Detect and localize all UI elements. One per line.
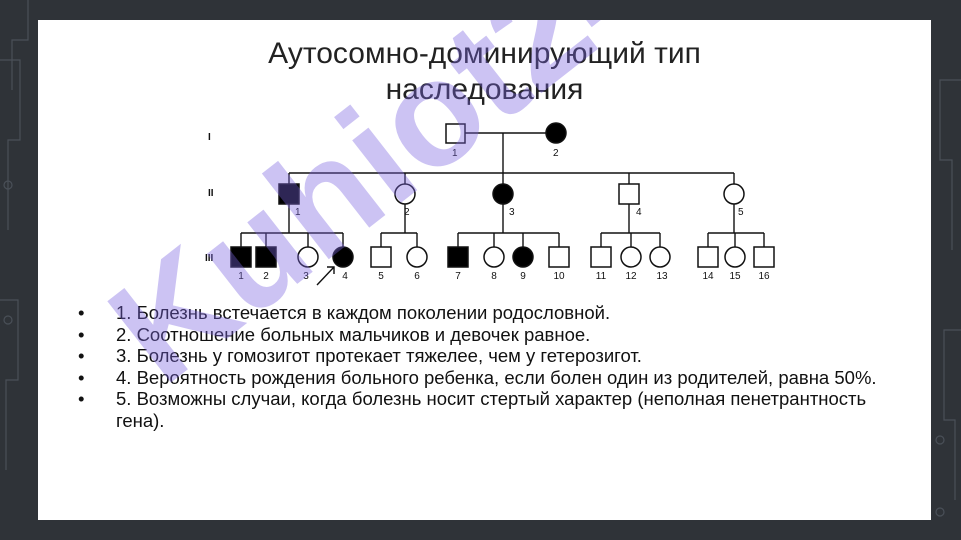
gen3-individual-14: [697, 246, 719, 268]
gen3-label-1: 1: [238, 271, 244, 282]
gen3-individual-3: [297, 246, 319, 268]
gen3-label-3: 3: [303, 271, 309, 282]
bullet-text-4: 4. Вероятность рождения больного ребенка…: [116, 366, 877, 388]
gen3-individual-2: [255, 246, 277, 268]
gen3-individual-13: [649, 246, 671, 268]
gen1-label-2: 2: [553, 148, 559, 159]
gen3-label-15: 15: [729, 271, 741, 282]
gen3-label-16: 16: [758, 271, 770, 282]
gen2-label-2: 2: [404, 207, 410, 218]
bullet-text-3: 3. Болезнь у гомозигот протекает тяжелее…: [116, 345, 642, 366]
bullet-dot: •: [78, 323, 85, 345]
gen2-label-1: 1: [295, 207, 301, 218]
bullet-item-3: • 3. Болезнь у гомозигот протекает тяжеле…: [78, 345, 918, 367]
bullet-text-1: 1. Болезнь встечается в каждом поколении…: [116, 302, 611, 323]
gen3-individual-6: [406, 246, 428, 268]
title-line-1: Аутосомно-доминирующий тип: [268, 37, 701, 70]
bullet-item-5: • 5. Возможны случаи, когда болезнь носит…: [78, 388, 918, 431]
bullet-dot: •: [78, 366, 85, 388]
bullet-dot: •: [78, 388, 85, 409]
gen3-individual-5: [370, 246, 392, 268]
bullet-item-1: • 1. Болезнь встечается в каждом поколени…: [78, 302, 918, 324]
gen3-individual-10: [548, 246, 570, 268]
gen2-individual-3: [492, 183, 514, 205]
gen3-label-9: 9: [520, 271, 526, 282]
gen2-individual-2: [394, 183, 416, 205]
gen1-individual-1: [445, 123, 466, 144]
gen3-label-12: 12: [625, 271, 637, 282]
gen3-individual-11: [590, 246, 612, 268]
gen2-individual-5: [723, 183, 745, 205]
gen2-label-5: 5: [738, 207, 744, 218]
pedigree-chart: I II III: [205, 122, 775, 286]
gen3-label-4: 4: [342, 271, 348, 282]
gen2-individual-1: [278, 183, 300, 205]
gen3-individual-9: [512, 246, 534, 268]
generation-label-2: II: [208, 188, 214, 199]
gen3-label-11: 11: [596, 271, 607, 282]
bullet-item-4: • 4. Вероятность рождения больного ребенк…: [78, 367, 918, 389]
gen3-individual-8: [483, 246, 505, 268]
gen3-label-10: 10: [553, 271, 565, 282]
gen1-individual-2: [545, 122, 567, 144]
bullet-dot: •: [78, 302, 85, 323]
slide: Аутосомно-доминирующий тип наследования …: [38, 20, 931, 520]
gen2-label-3: 3: [509, 207, 515, 218]
gen3-label-6: 6: [414, 271, 420, 282]
bullet-text-2: 2. Соотношение больных мальчиков и девоч…: [116, 323, 591, 345]
gen3-label-14: 14: [702, 271, 714, 282]
gen3-individual-1: [230, 246, 252, 268]
gen2-individual-4: [618, 183, 640, 205]
gen3-individual-12: [620, 246, 642, 268]
gen2-label-4: 4: [636, 207, 642, 218]
gen1-label-1: 1: [452, 148, 458, 159]
bullet-item-2: • 2. Соотношение больных мальчиков и дево…: [78, 324, 918, 346]
gen3-label-5: 5: [378, 271, 384, 282]
gen3-individual-7: [447, 246, 469, 268]
gen3-individual-16: [753, 246, 775, 268]
generation-label-1: I: [208, 132, 211, 143]
generation-label-3: III: [205, 253, 214, 264]
bullet-text-5: 5. Возможны случаи, когда болезнь носит …: [116, 388, 867, 431]
gen3-label-8: 8: [491, 271, 497, 282]
title-line-2: наследования: [385, 73, 584, 106]
gen3-label-13: 13: [656, 271, 668, 282]
gen3-individual-15: [724, 246, 746, 268]
gen3-individual-4: [332, 246, 354, 268]
gen3-label-2: 2: [263, 271, 269, 282]
gen3-label-7: 7: [455, 271, 461, 282]
pedigree-connectors: [240, 132, 765, 286]
bullet-dot: •: [78, 345, 85, 366]
bullet-list: • 1. Болезнь встечается в каждом поколени…: [78, 302, 918, 431]
slide-title: Аутосомно-доминирующий тип наследования: [38, 36, 931, 108]
